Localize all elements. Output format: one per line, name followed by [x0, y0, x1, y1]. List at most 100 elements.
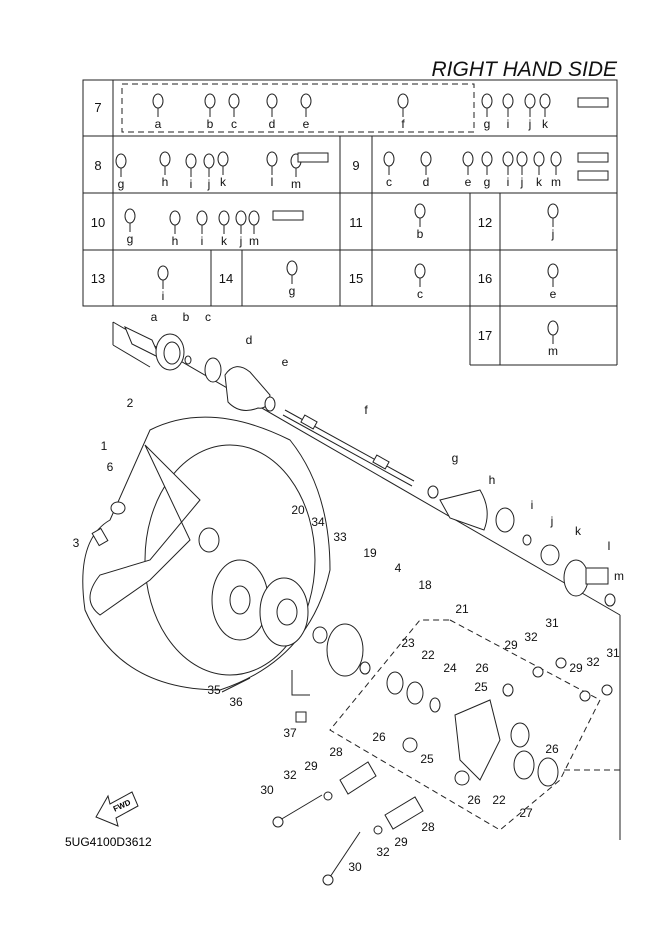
kit-part-letter: d	[423, 175, 430, 189]
callout-label: 21	[455, 602, 469, 616]
part-icon	[502, 151, 514, 167]
grease-tube-icon	[297, 152, 329, 163]
part-icon	[115, 153, 127, 169]
callout-label: 30	[260, 783, 274, 797]
kit-part-letter: h	[162, 175, 169, 189]
kit-number-15: 15	[349, 271, 363, 286]
kit-part-letter: m	[291, 177, 301, 191]
drive-shaft	[282, 409, 415, 487]
kit-part-letter: i	[162, 289, 165, 303]
part-icon	[481, 151, 493, 167]
kit-part-letter: g	[484, 175, 491, 189]
callout-label: 25	[474, 680, 488, 694]
callout-label: 24	[443, 661, 457, 675]
part-icon	[533, 151, 545, 167]
part-icon	[266, 93, 278, 109]
callout-label: 22	[421, 648, 435, 662]
callout-label: 33	[333, 530, 347, 544]
kit-part-letter: b	[417, 227, 424, 241]
callout-label: 26	[545, 742, 559, 756]
kit-part-letter: g	[289, 284, 296, 298]
part-icon	[266, 151, 278, 167]
callout-label: g	[452, 451, 459, 465]
callout-label: 35	[207, 683, 221, 697]
part-icon	[157, 265, 169, 281]
callout-label: 20	[291, 503, 305, 517]
callout-label: 3	[73, 536, 80, 550]
part-icon	[462, 151, 474, 167]
kit-number-12: 12	[478, 215, 492, 230]
callout-label: 25	[420, 752, 434, 766]
kit-part-letter: l	[271, 175, 274, 189]
callout-label: 29	[569, 661, 583, 675]
kit-part-letter: e	[303, 117, 310, 131]
kit-number-17: 17	[478, 328, 492, 343]
kit-part-letter: h	[172, 234, 179, 248]
callout-label: d	[246, 333, 253, 347]
kit-part-letter: a	[155, 117, 162, 131]
tire	[82, 416, 331, 691]
part-icon	[228, 93, 240, 109]
part-icon	[169, 210, 181, 226]
callout-label: 32	[283, 768, 297, 782]
kit-part-letter: j	[528, 117, 532, 131]
callout-label: 31	[606, 646, 620, 660]
kit-part-letter: c	[417, 287, 423, 301]
kit-part-letter: m	[249, 234, 259, 248]
kit-part-letter: g	[484, 117, 491, 131]
kit-part-letter: k	[536, 175, 543, 189]
callout-label: 19	[363, 546, 377, 560]
callout-label: m	[614, 569, 624, 583]
grease-tube-icon	[577, 170, 609, 181]
part-icon	[397, 93, 409, 109]
callout-label: b	[183, 310, 190, 324]
kit-part-letter: j	[551, 227, 555, 241]
kit-part-letter: f	[401, 117, 405, 131]
part-icon	[481, 93, 493, 109]
kit-part-letter: k	[542, 117, 549, 131]
callout-label: 27	[519, 806, 533, 820]
kit-number-11: 11	[349, 215, 363, 230]
part-icon	[420, 151, 432, 167]
boot-h	[427, 485, 560, 566]
callout-label: 32	[524, 630, 538, 644]
kit-part-letter: i	[201, 234, 204, 248]
kit-part-letter: i	[190, 177, 193, 191]
callout-label: 26	[467, 793, 481, 807]
part-icon	[550, 151, 562, 167]
callout-label: 30	[348, 860, 362, 874]
callout-label: 4	[395, 561, 402, 575]
callout-label: 22	[492, 793, 506, 807]
callout-label: k	[575, 524, 582, 538]
kit-number-7: 7	[94, 100, 101, 115]
part-icon	[159, 151, 171, 167]
kit-part-letter: g	[118, 177, 125, 191]
kit-table	[82, 79, 618, 366]
part-icon	[185, 153, 197, 169]
part-icon	[502, 93, 514, 109]
diagram-title: RIGHT HAND SIDE	[431, 58, 618, 81]
kit-part-letter: k	[220, 175, 227, 189]
callout-label: 37	[283, 726, 297, 740]
kit-number-14: 14	[219, 271, 233, 286]
callout-label: 34	[311, 515, 325, 529]
grease-tube-icon	[272, 210, 304, 221]
callout-label: l	[608, 539, 611, 553]
part-icon	[286, 260, 298, 276]
kit-part-letter: e	[550, 287, 557, 301]
part-icon	[152, 93, 164, 109]
callout-label: 2	[127, 396, 134, 410]
knuckle-assembly	[272, 619, 613, 886]
callout-label: e	[282, 355, 289, 369]
kit-number-9: 9	[352, 158, 359, 173]
kit-number-16: 16	[478, 271, 492, 286]
callout-label: j	[550, 514, 554, 528]
kit-part-letter: j	[207, 177, 211, 191]
callout-label: 28	[421, 820, 435, 834]
part-icon	[203, 153, 215, 169]
kit-part-letter: e	[465, 175, 472, 189]
cv-joint-inner	[124, 325, 222, 383]
